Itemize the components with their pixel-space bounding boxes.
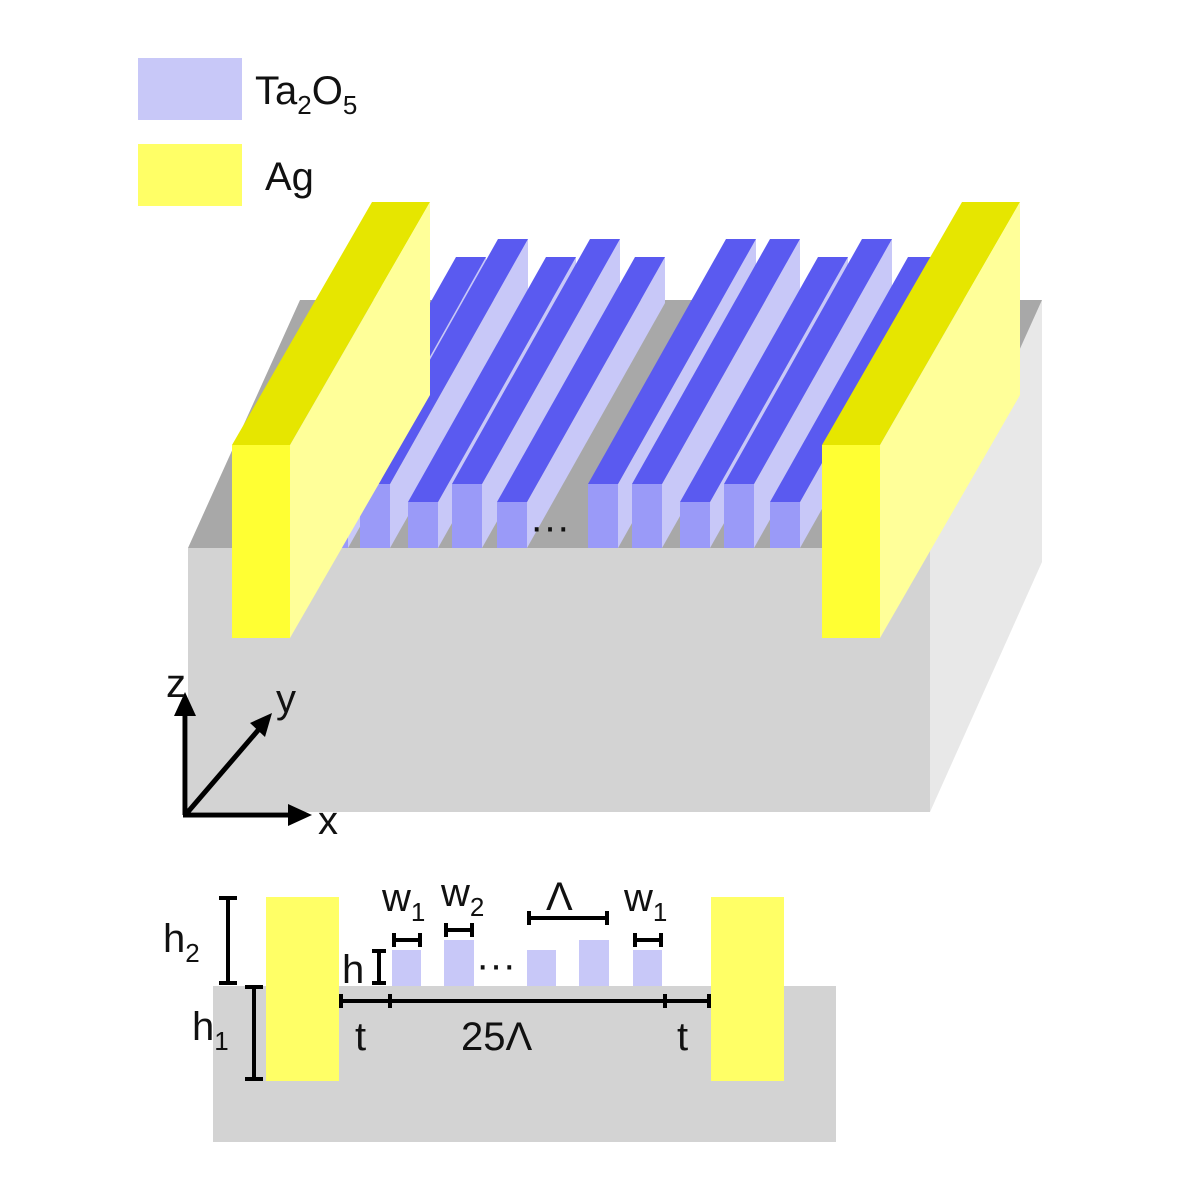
cross-section-ag-left	[266, 897, 339, 1081]
axes: z y x	[166, 662, 338, 843]
z-axis-label: z	[166, 662, 186, 706]
cross-section-ridge-3	[527, 950, 556, 986]
ridge-ellipsis: ···	[530, 505, 570, 549]
cross-section-ridge-5	[633, 950, 662, 986]
ridge-side-2	[390, 239, 528, 548]
label-period: Λ	[546, 875, 573, 919]
label-h2: h2	[163, 917, 200, 968]
ridge-side-7	[662, 239, 800, 548]
cross-section-ridge-1	[392, 950, 421, 986]
substrate-side-face	[930, 300, 1042, 812]
legend-label-ta2o5: Ta2O5	[255, 69, 357, 120]
ridge-top-6	[588, 239, 756, 484]
legend-label-ag: Ag	[265, 155, 314, 199]
legend: Ta2O5 Ag	[138, 58, 357, 206]
label-h: h	[342, 948, 364, 992]
legend-swatch-ag	[138, 144, 242, 206]
ag-left-front	[232, 445, 290, 638]
cross-section-ellipsis: ···	[476, 943, 516, 987]
y-axis-arrowhead	[250, 713, 272, 737]
label-t-left: t	[355, 1015, 366, 1059]
ridge-top-7	[632, 239, 800, 484]
legend-swatch-ta2o5	[138, 58, 242, 120]
ag-electrode-left	[232, 202, 430, 638]
label-w2: w2	[440, 871, 484, 922]
ag-left-side	[290, 202, 430, 638]
ridge-front-4	[452, 484, 482, 548]
label-t-right: t	[677, 1015, 688, 1059]
ag-right-side	[880, 202, 1020, 638]
label-w1-left: w1	[381, 876, 425, 927]
ridge-top-8	[680, 257, 848, 502]
ag-right-front	[822, 445, 880, 638]
ridge-front-3	[408, 502, 438, 548]
ridge-top-4	[452, 239, 620, 484]
ridge-top-5	[497, 257, 665, 502]
x-axis-arrowhead	[288, 804, 312, 826]
ridge-side-5	[527, 257, 665, 548]
y-axis-line	[185, 726, 262, 815]
label-span: 25Λ	[461, 1015, 532, 1059]
cross-section: h2 h1 h w1 w2 Λ	[163, 871, 836, 1142]
ridge-front-6	[588, 484, 618, 548]
ridge-front-9	[724, 484, 754, 548]
label-h1: h1	[192, 1005, 229, 1056]
y-axis-label: y	[276, 677, 296, 721]
ag-left-top	[232, 202, 430, 445]
ridge-top-9	[724, 239, 892, 484]
x-axis-label: x	[318, 799, 338, 843]
label-w1-right: w1	[623, 876, 667, 927]
ridge-front-7	[632, 484, 662, 548]
z-axis-arrowhead	[174, 692, 196, 716]
cross-section-ridge-2	[444, 940, 474, 986]
ridge-front-5	[497, 502, 527, 548]
ridge-front-10	[770, 502, 800, 548]
ag-electrode-right	[822, 202, 1020, 638]
ridge-front-8	[680, 502, 710, 548]
cross-section-ag-right	[711, 897, 784, 1081]
ridge-top-3	[408, 257, 576, 502]
cross-section-ridge-4	[579, 940, 609, 986]
ag-right-top	[822, 202, 1020, 445]
